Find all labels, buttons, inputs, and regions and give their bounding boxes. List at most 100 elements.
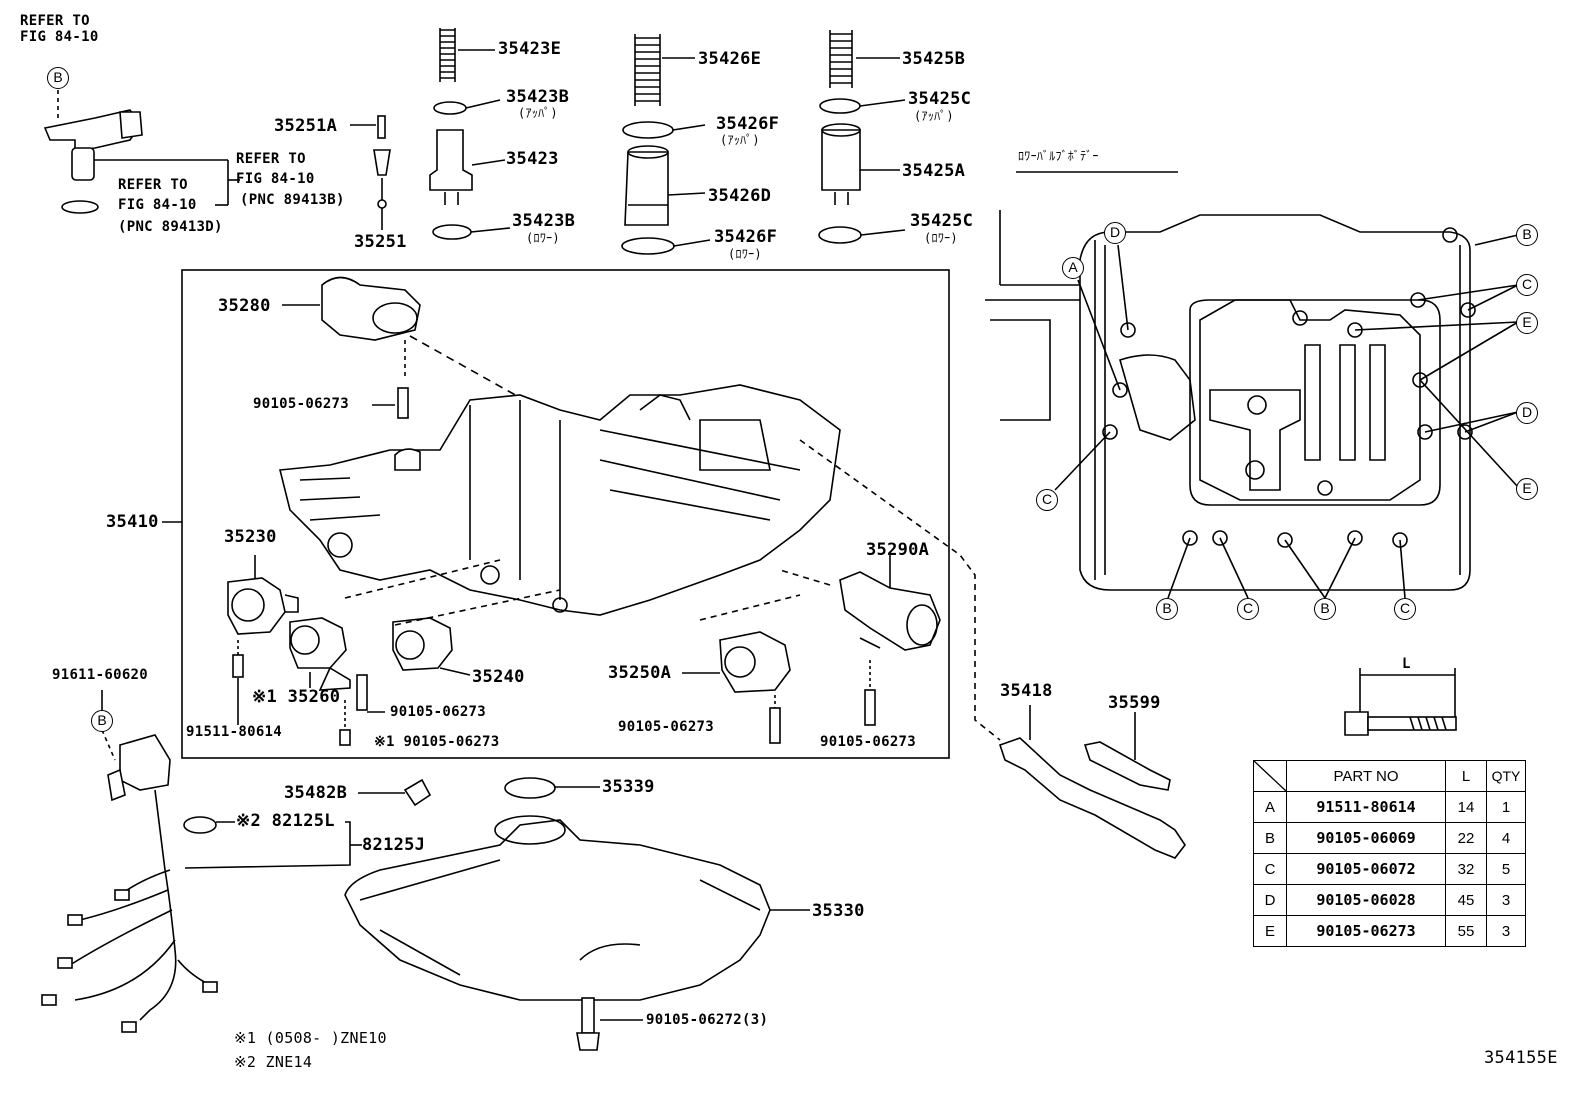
- figure-code: 354155E: [1484, 1048, 1558, 1068]
- row-key: A: [1253, 791, 1287, 823]
- part-label-90105-06273-d: 90105-06273: [618, 719, 715, 735]
- part-label-35339: 35339: [602, 777, 655, 797]
- solenoid-35260: [289, 559, 501, 746]
- speed-sensor-top: [43, 90, 240, 214]
- lower-valve-body-title: ﾛﾜｰﾊﾞﾙﾌﾞﾎﾞﾃﾞｰ: [1018, 149, 1099, 163]
- callout-B-right: B: [1516, 224, 1538, 246]
- row-length: 45: [1445, 884, 1487, 916]
- valve-35425-group: [818, 30, 906, 244]
- note-lower-35426F: (ﾛﾜｰ): [728, 247, 762, 261]
- refer-pnc-low: (PNC 89413D): [118, 219, 223, 235]
- refer-label-mid: REFER TO: [236, 151, 306, 167]
- dash-to-35418: [799, 439, 1001, 741]
- row-length: 55: [1445, 915, 1487, 947]
- refer-pnc-mid: (PNC 89413B): [240, 192, 345, 208]
- part-label-35250A: 35250A: [608, 663, 672, 683]
- row-qty: 4: [1486, 822, 1526, 854]
- row-key: C: [1253, 853, 1287, 885]
- valve-body-35410: [162, 384, 841, 616]
- valve-35423-group: [429, 28, 511, 240]
- note-upper-35425C: (ｱｯﾊﾟ): [914, 109, 954, 123]
- part-label-90105-06273-c: ※1 90105-06273: [374, 734, 500, 750]
- callout-D-right: D: [1516, 402, 1538, 424]
- part-label-35426F-lower: 35426F: [714, 227, 778, 247]
- row-part-no: 90105-06069: [1286, 822, 1446, 854]
- part-label-35425A: 35425A: [902, 161, 966, 181]
- row-key: D: [1253, 884, 1287, 916]
- part-label-90105-06273-e: 90105-06273: [820, 734, 917, 750]
- part-label-35599: 35599: [1108, 693, 1161, 713]
- callout-C-bottom-1: C: [1237, 598, 1259, 620]
- part-label-35425C-upper: 35425C: [908, 89, 972, 109]
- part-label-35240: 35240: [472, 667, 525, 687]
- row-part-no: 91511-80614: [1286, 791, 1446, 823]
- table-row: C 90105-06072 32 5: [1253, 853, 1526, 885]
- part-35599: [1083, 712, 1171, 791]
- row-length: 32: [1445, 853, 1487, 885]
- callout-D-top: D: [1104, 222, 1126, 244]
- table-row: B 90105-06069 22 4: [1253, 822, 1526, 854]
- row-part-no: 90105-06072: [1286, 853, 1446, 885]
- header-length: L: [1445, 760, 1487, 792]
- valve-body-frame: [181, 269, 950, 759]
- row-length: 22: [1445, 822, 1487, 854]
- table-row: D 90105-06028 45 3: [1253, 884, 1526, 916]
- part-label-35423B-lower: 35423B: [512, 211, 576, 231]
- callout-A: A: [1062, 257, 1084, 279]
- callout-C-bottom-2: C: [1394, 598, 1416, 620]
- part-label-35425C-lower: 35425C: [910, 211, 974, 231]
- row-key: B: [1253, 822, 1287, 854]
- part-label-35251A: 35251A: [274, 116, 338, 136]
- row-qty: 1: [1486, 791, 1526, 823]
- refer-label-low: REFER TO: [118, 177, 188, 193]
- oil-pan-35330: [344, 815, 810, 1001]
- part-label-35426E: 35426E: [698, 49, 762, 69]
- row-key: E: [1253, 915, 1287, 947]
- refer-label-top: REFER TO: [20, 13, 90, 29]
- part-label-35330: 35330: [812, 901, 865, 921]
- part-label-35426D: 35426D: [708, 186, 772, 206]
- bolt-dimension-L: [1344, 668, 1457, 736]
- note-upper-35423B: (ｱｯﾊﾟ): [518, 106, 558, 120]
- part-label-35230: 35230: [224, 527, 277, 547]
- refer-fig-mid: FIG 84-10: [236, 171, 315, 187]
- solenoid-35280: [282, 276, 561, 421]
- oring-35339: [504, 777, 556, 799]
- part-label-35423B-upper: 35423B: [506, 87, 570, 107]
- refer-fig-top: FIG 84-10: [20, 29, 99, 45]
- part-label-90105-06273-b: 90105-06273: [390, 704, 487, 720]
- callout-B-bottom-2: B: [1314, 598, 1336, 620]
- part-label-35260: ※1 35260: [252, 687, 341, 707]
- part-label-90105-06272: 90105-06272(3): [646, 1012, 769, 1028]
- part-label-82125J: 82125J: [362, 835, 426, 855]
- part-label-35280: 35280: [218, 296, 271, 316]
- callout-B-bottom-1: B: [1156, 598, 1178, 620]
- solenoid-35240: [356, 589, 561, 713]
- note-lower-35425C: (ﾛﾜｰ): [924, 231, 958, 245]
- wire-harness-82125J: [41, 690, 362, 1033]
- footnote-1: ※1 (0508- )ZNE10: [234, 1029, 387, 1047]
- solenoid-35230: [227, 555, 299, 725]
- part-label-91511-80614: 91511-80614: [186, 724, 283, 740]
- part-label-35423: 35423: [506, 149, 559, 169]
- valve-35426-group: [621, 34, 711, 255]
- callout-B-top: B: [47, 67, 69, 89]
- header-qty: QTY: [1486, 760, 1526, 792]
- clip-35482B: [358, 778, 432, 807]
- part-label-35410: 35410: [106, 512, 159, 532]
- note-upper-35426F: (ｱｯﾊﾟ): [720, 133, 760, 147]
- part-label-35482B: 35482B: [284, 783, 348, 803]
- part-label-35251: 35251: [354, 232, 407, 252]
- bolt-spec-table: PART NO L QTY A 91511-80614 14 1 B 90105…: [1253, 760, 1526, 947]
- table-corner-cell: [1253, 760, 1287, 792]
- solenoid-35290A: [779, 555, 941, 726]
- callout-C-right: C: [1516, 274, 1538, 296]
- note-lower-35423B: (ﾛﾜｰ): [526, 231, 560, 245]
- callout-E-right-low: E: [1516, 478, 1538, 500]
- row-qty: 3: [1486, 884, 1526, 916]
- dimension-L-label: L: [1402, 656, 1411, 672]
- part-label-82125L: ※2 82125L: [236, 811, 335, 831]
- row-qty: 5: [1486, 853, 1526, 885]
- part-label-90105-06273-a: 90105-06273: [253, 396, 350, 412]
